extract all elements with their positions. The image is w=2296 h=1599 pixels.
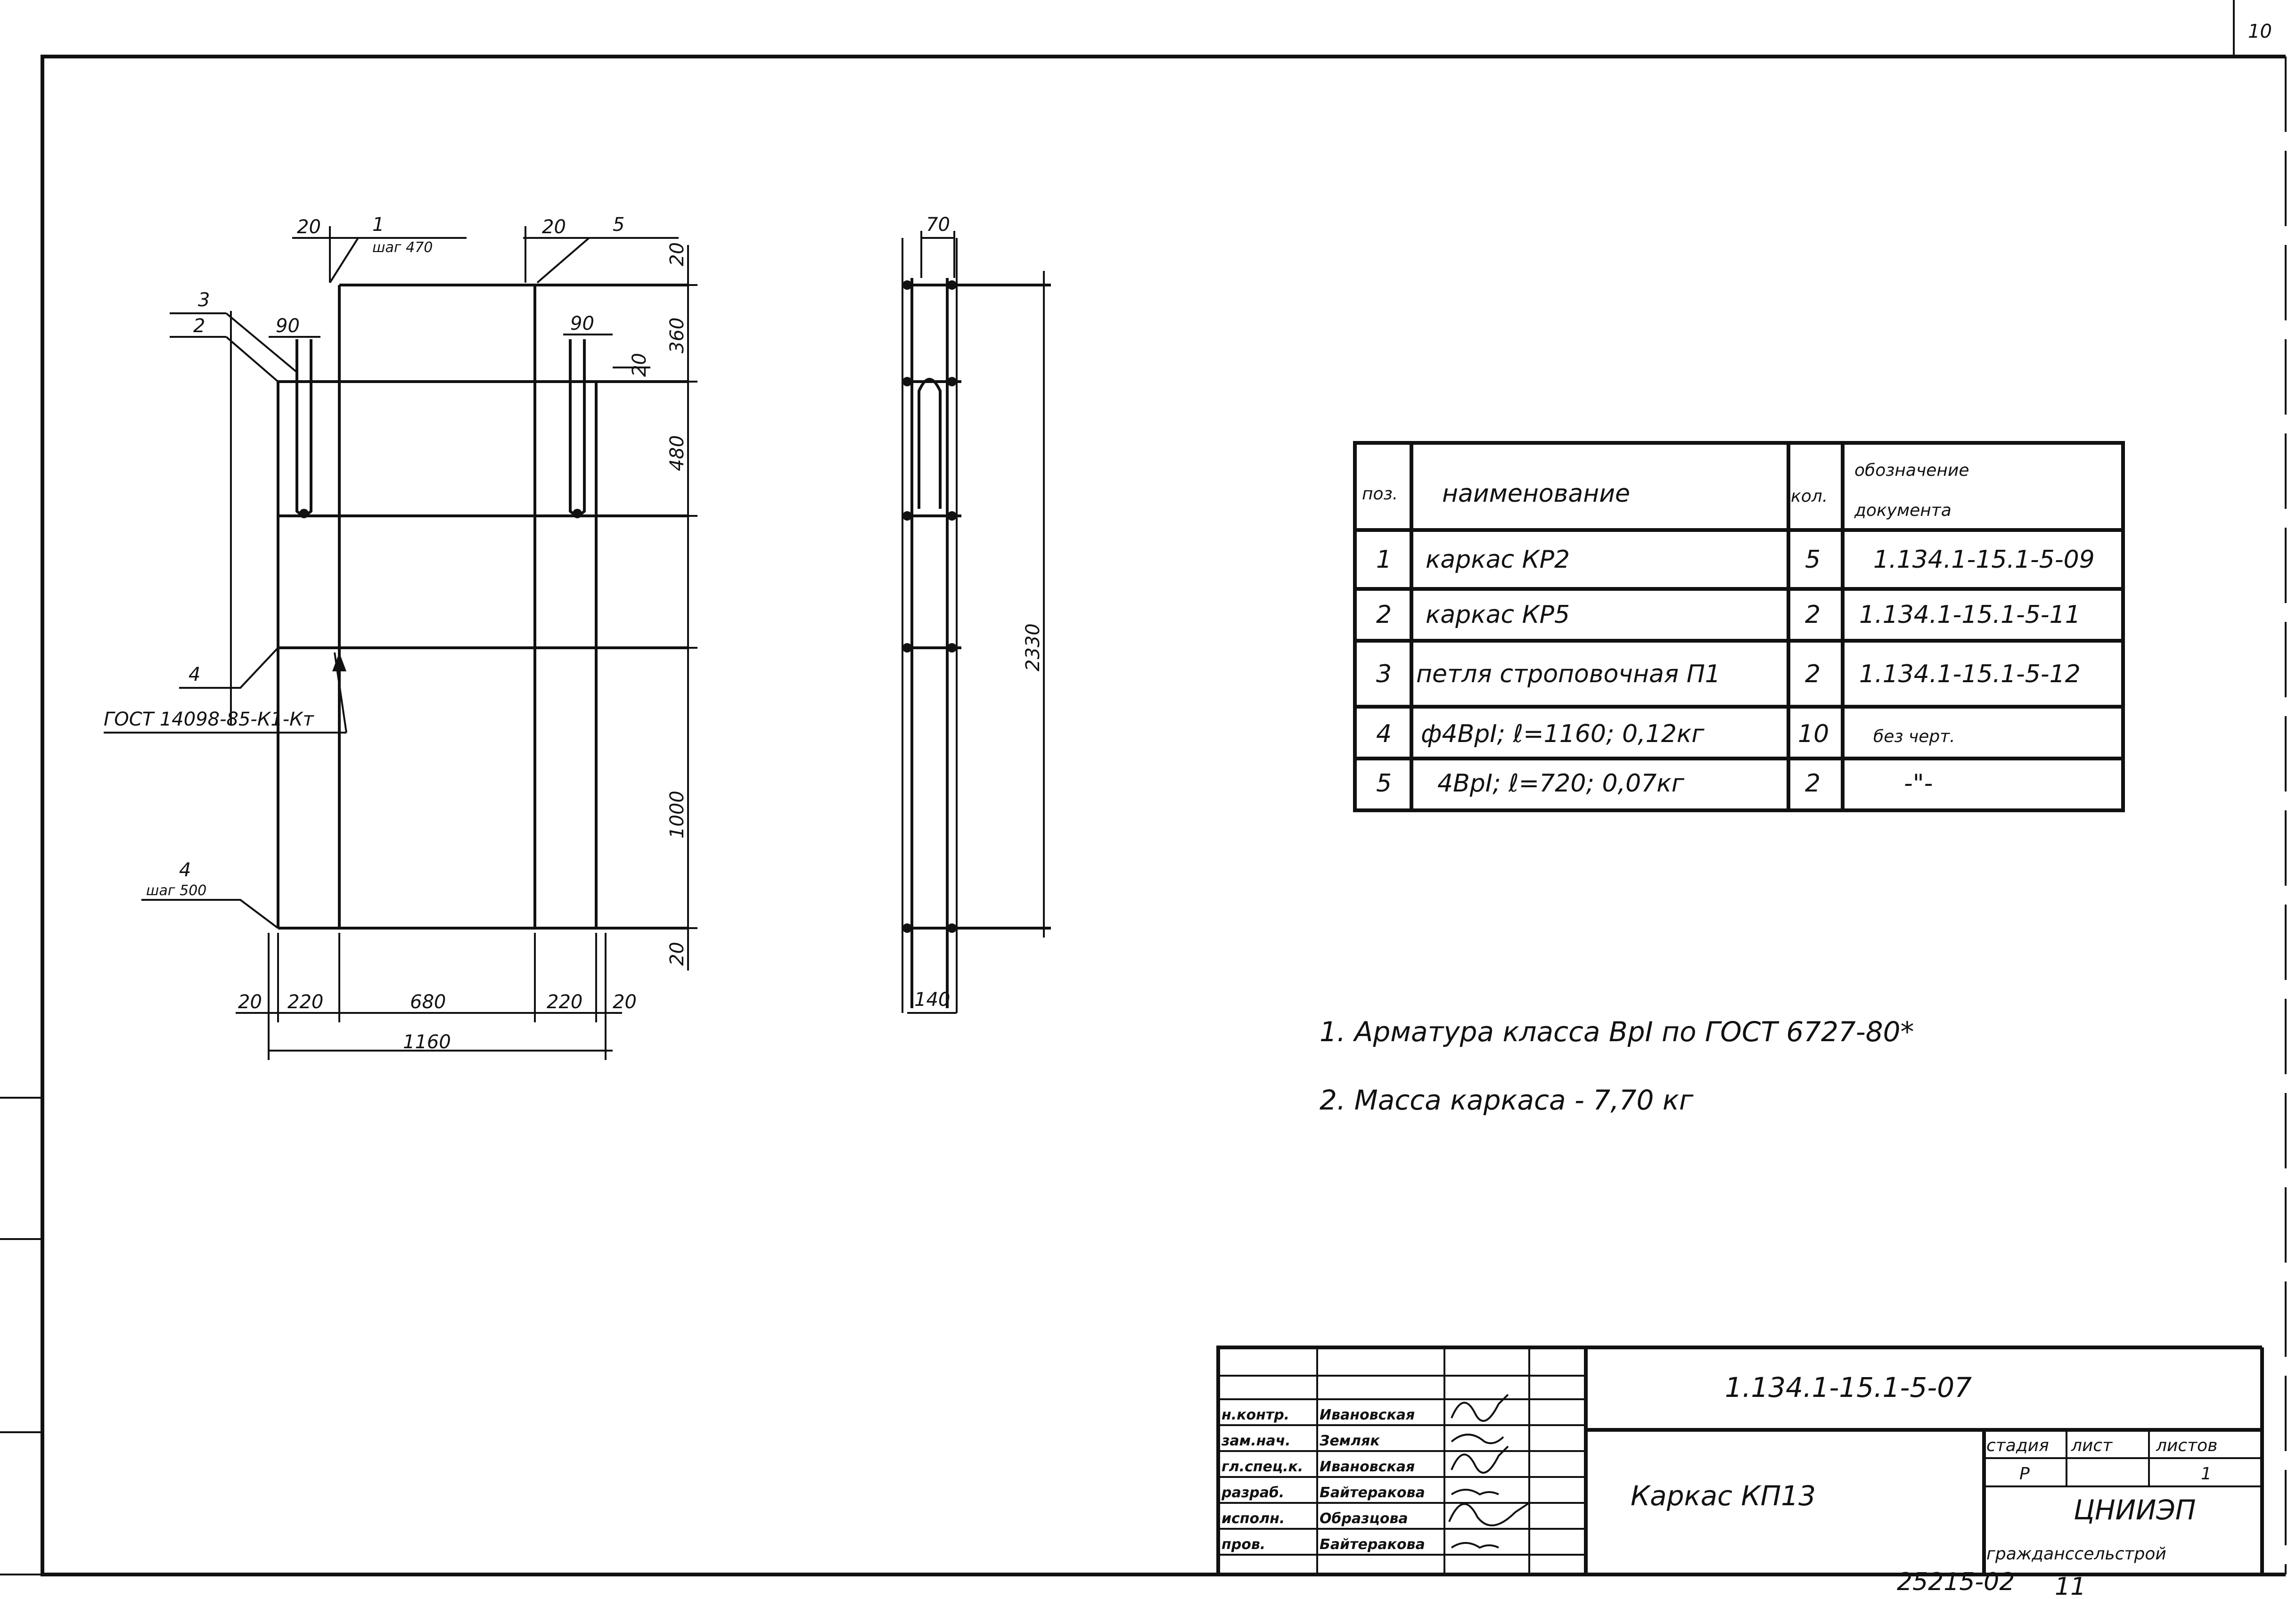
dim-overall-width: 1160 — [403, 1031, 451, 1053]
dim-vertical-4: 20 — [666, 942, 688, 966]
title-block: н.контр. Ивановская зам.нач. Земляк гл.с… — [1216, 1346, 2264, 1575]
stage-label: стадия — [1986, 1436, 2049, 1455]
front-view: 20 20 1 шаг 470 5 3 2 90 90 20 4 ГОСТ 14… — [104, 214, 697, 1060]
leader-pos4-lower: 4 — [179, 859, 191, 881]
spec-row-qty: 2 — [1805, 601, 1820, 629]
leader-pos5: 5 — [613, 214, 624, 236]
note-1: 1. Арматура класса ВрI по ГОСТ 6727-80* — [1320, 1016, 1914, 1048]
side-view: 70 140 2330 — [902, 214, 1051, 1014]
page-number: 11 — [2055, 1573, 2086, 1599]
organization-sub: гражданссельстрой — [1986, 1544, 2166, 1564]
dim-vertical-3: 1000 — [666, 791, 688, 839]
dim-bottom-2: 680 — [410, 991, 446, 1013]
dim-vertical-2: 480 — [666, 435, 688, 471]
spec-row-pos: 2 — [1376, 601, 1392, 629]
notes: 1. Арматура класса ВрI по ГОСТ 6727-80* … — [1320, 1016, 1914, 1116]
spec-row-name: каркас КР5 — [1426, 601, 1570, 629]
spec-row-doc: 1.134.1-15.1-5-12 — [1859, 660, 2081, 688]
role-name: Байтеракова — [1320, 1536, 1425, 1553]
signatures — [1448, 1394, 1530, 1549]
spec-header-doc-line1: обозначение — [1854, 461, 1969, 480]
spec-row-doc: 1.134.1-15.1-5-09 — [1873, 546, 2095, 574]
leader-pos2: 2 — [193, 315, 205, 337]
role-label: разраб. — [1221, 1485, 1284, 1501]
spec-row-name: ф4ВрI; ℓ=1160; 0,12кг — [1421, 720, 1705, 748]
dim-side-top-width: 70 — [926, 214, 950, 236]
dim-top-left-gap: 20 — [297, 216, 321, 238]
dim-bottom-3: 220 — [547, 991, 582, 1013]
dim-bottom-1: 220 — [287, 991, 323, 1013]
spec-header-doc-line2: документа — [1854, 501, 1952, 520]
spec-row-qty: 2 — [1805, 769, 1820, 798]
leader-pos1: 1 — [372, 214, 384, 236]
archive-number: 25215-02 — [1897, 1568, 2015, 1596]
role-name: Ивановская — [1320, 1407, 1415, 1423]
dim-vertical-0: 20 — [666, 242, 688, 266]
role-name: Ивановская — [1320, 1459, 1415, 1475]
organization: ЦНИИЭП — [2074, 1494, 2196, 1526]
dim-bottom-4: 20 — [613, 991, 637, 1013]
dim-bottom-0: 20 — [238, 991, 262, 1013]
spec-table: поз. наименование кол. обозначение докум… — [1353, 441, 2125, 812]
role-name: Байтеракова — [1320, 1485, 1425, 1501]
spec-row-name: петля строповочная П1 — [1416, 660, 1721, 688]
leader-pos4-upper: 4 — [189, 664, 200, 685]
spec-row-pos: 4 — [1376, 720, 1392, 748]
spec-row-qty: 5 — [1805, 546, 1820, 574]
role-label: н.контр. — [1222, 1407, 1289, 1423]
dim-side-bottom-width: 140 — [914, 989, 950, 1011]
drawing-title: Каркас КП13 — [1631, 1480, 1816, 1512]
role-label: пров. — [1222, 1536, 1265, 1553]
doc-code: 1.134.1-15.1-5-07 — [1725, 1371, 1972, 1403]
spec-row-name: каркас КР2 — [1426, 546, 1570, 574]
dim-loop-offset: 20 — [629, 353, 650, 377]
dim-vertical-1: 360 — [666, 318, 688, 353]
sheet-corner-number: 10 — [2248, 21, 2272, 42]
leader-pos4-lower-step: шаг 500 — [146, 882, 206, 899]
leader-pos1-step: шаг 470 — [372, 239, 433, 256]
leader-pos3: 3 — [198, 289, 210, 311]
sheets-label: листов — [2156, 1436, 2217, 1455]
spec-header-qty: кол. — [1791, 487, 1828, 506]
spec-header-pos: поз. — [1362, 484, 1398, 504]
spec-row-doc: без черт. — [1873, 727, 1955, 746]
role-label: гл.спец.к. — [1222, 1459, 1303, 1475]
spec-row-pos: 5 — [1376, 769, 1392, 798]
spec-row-doc: -"- — [1904, 769, 1933, 798]
spec-row-pos: 1 — [1376, 546, 1392, 574]
gost-reference: ГОСТ 14098-85-К1-Кт — [104, 709, 315, 730]
sheet-label: лист — [2071, 1436, 2113, 1455]
spec-row-name: 4ВрI; ℓ=720; 0,07кг — [1437, 769, 1685, 798]
dim-left-loop-width: 90 — [276, 315, 300, 337]
dim-right-loop-width: 90 — [570, 313, 594, 334]
spec-row-doc: 1.134.1-15.1-5-11 — [1859, 601, 2081, 629]
sheets-value: 1 — [2201, 1464, 2212, 1484]
spec-header-name: наименование — [1442, 480, 1630, 508]
stage-value: Р — [2019, 1464, 2030, 1484]
role-label: зам.нач. — [1221, 1433, 1291, 1449]
role-name: Образцова — [1320, 1510, 1408, 1527]
dim-top-right-gap: 20 — [542, 216, 566, 238]
spec-row-qty: 10 — [1798, 720, 1829, 748]
spec-row-pos: 3 — [1376, 660, 1392, 688]
role-label: исполн. — [1222, 1510, 1285, 1527]
spec-row-qty: 2 — [1805, 660, 1820, 688]
dim-side-overall-height: 2330 — [1022, 623, 1044, 671]
note-2: 2. Масса каркаса - 7,70 кг — [1320, 1084, 1694, 1116]
role-name: Земляк — [1319, 1433, 1380, 1449]
